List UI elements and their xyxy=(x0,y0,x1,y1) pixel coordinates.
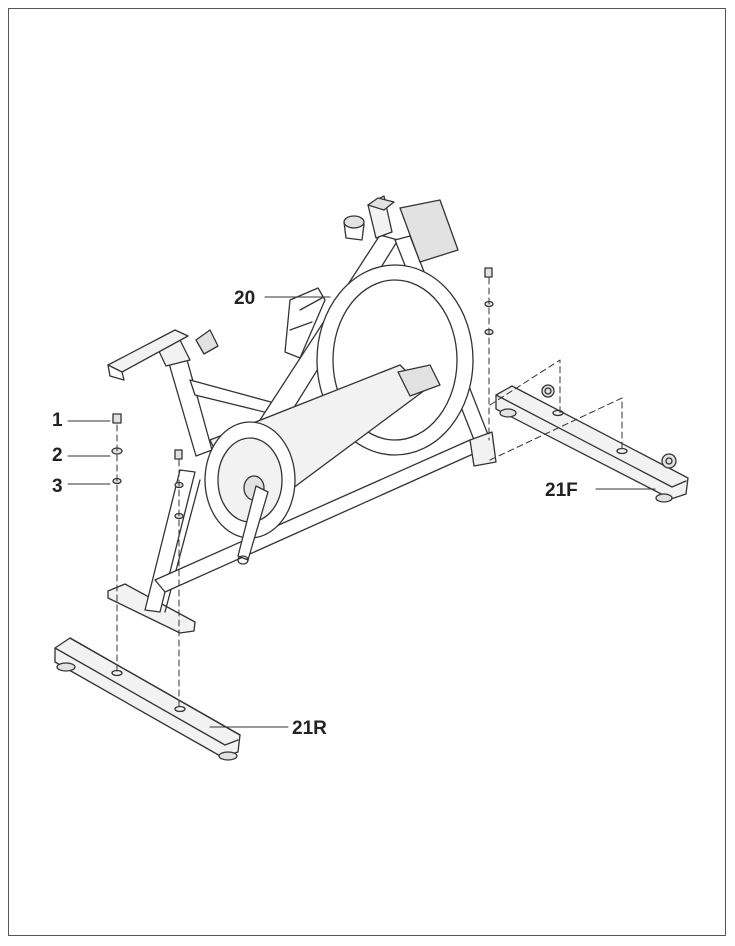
flywheel-assembly xyxy=(204,264,497,565)
callout-part-21f: 21F xyxy=(545,480,578,501)
alignment-lines xyxy=(116,277,623,709)
rear-stabilizer-21r xyxy=(54,637,241,761)
page-frame xyxy=(8,8,726,936)
leader-lines xyxy=(67,296,656,728)
callout-part-21r: 21R xyxy=(292,718,327,739)
front-stabilizer-21f xyxy=(495,384,689,503)
callout-part-1: 1 xyxy=(52,410,63,431)
callout-part-20: 20 xyxy=(234,288,256,309)
callout-part-3: 3 xyxy=(52,476,63,497)
callout-part-2: 2 xyxy=(52,445,63,466)
bottle-holder-20 xyxy=(284,287,326,359)
